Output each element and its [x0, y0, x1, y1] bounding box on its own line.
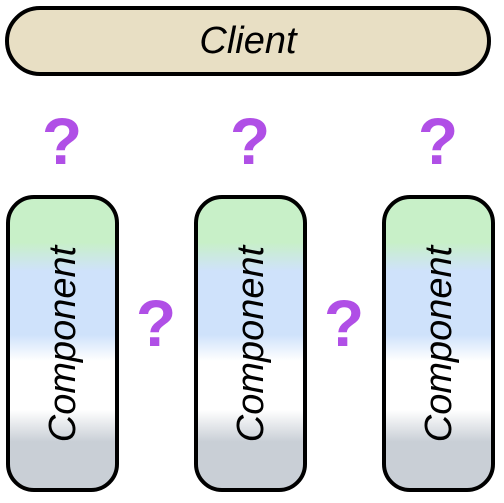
question-mark-component-2-3: ?: [323, 286, 365, 360]
component-label-2: Component: [229, 245, 272, 442]
question-mark-component-1-2: ?: [135, 286, 177, 360]
question-mark-client-component-2: ?: [229, 104, 271, 178]
client-box: Client: [5, 6, 491, 76]
question-mark-client-component-1: ?: [41, 104, 83, 178]
question-mark-client-component-3: ?: [417, 104, 459, 178]
component-box-2: Component: [194, 195, 307, 492]
component-label-3: Component: [417, 245, 460, 442]
component-box-1: Component: [6, 195, 119, 492]
component-label-1: Component: [41, 245, 84, 442]
client-label: Client: [199, 20, 297, 62]
component-box-3: Component: [382, 195, 495, 492]
